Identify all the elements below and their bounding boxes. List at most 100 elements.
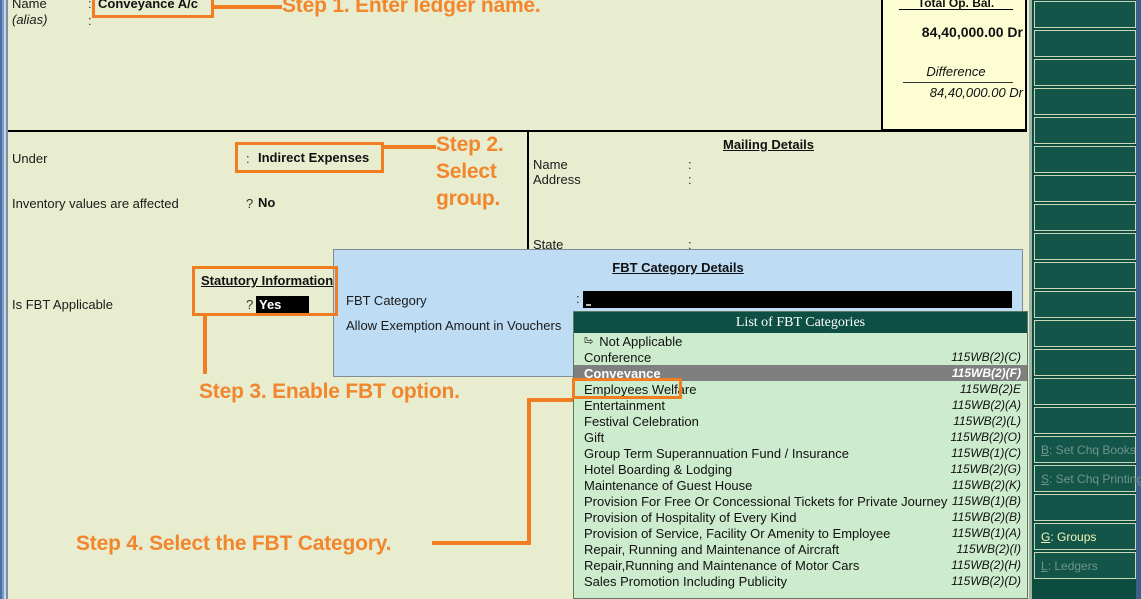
fbt-list-item-name: Employees Welfare (584, 381, 697, 397)
allow-exemption-label: Allow Exemption Amount in Vouchers (346, 318, 562, 333)
difference-amount: 84,40,000.00 Dr (929, 85, 1023, 100)
annotation-box-step2 (235, 142, 384, 173)
sidebar-button-hotkey: S (1041, 471, 1050, 486)
fbt-list-item-name: Hotel Boarding & Lodging (584, 461, 733, 477)
alias-label: (alias) (12, 12, 48, 27)
fbt-list-item-name: Provision of Service, Facility Or Amenit… (584, 525, 891, 541)
fbt-list-item[interactable]: Hotel Boarding & Lodging 115WB(2)(G) (574, 461, 1027, 477)
difference-rule (903, 82, 1013, 83)
mailing-address-label: Address (533, 172, 581, 187)
fbt-list-item[interactable]: Provision For Free Or Concessional Ticke… (574, 493, 1027, 509)
sidebar-button-label: : Groups (1050, 529, 1097, 544)
sidebar-button-empty-4 (1034, 117, 1136, 144)
sidebar-button-ledgers[interactable]: L: Ledgers (1034, 552, 1136, 579)
fbt-dialog-heading: FBT Category Details (612, 260, 744, 275)
fbt-list-title: List of FBT Categories (574, 312, 1027, 333)
under-value[interactable]: Indirect Expenses (258, 150, 370, 165)
sidebar-button-groups[interactable]: G: Groups (1034, 523, 1136, 550)
sidebar-button-empty-3 (1034, 88, 1136, 115)
total-opening-balance-label: Total Op. Bal. (917, 0, 995, 10)
annotation-line-step4-bottom (432, 541, 531, 545)
inventory-affected-label: Inventory values are affected (12, 196, 179, 211)
fbt-question-mark: ? (246, 297, 254, 312)
window-frame-edge (4, 0, 6, 599)
sidebar-button-empty-2 (1034, 59, 1136, 86)
annotation-step1-text: Step 1. Enter ledger name. (282, 0, 541, 17)
sidebar-button-empty-5 (1034, 146, 1136, 173)
sidebar-button-set-chq-books[interactable]: B: Set Chq Books (1034, 436, 1136, 463)
fbt-category-input[interactable] (583, 291, 1012, 308)
name-colon: : (88, 0, 92, 11)
fbt-list-item-name: Conveyance (584, 365, 661, 381)
fbt-list-item-name: Repair,Running and Maintenance of Motor … (584, 557, 860, 573)
annotation-step3-text: Step 3. Enable FBT option. (199, 380, 460, 403)
fbt-list-item-name: Repair, Running and Maintenance of Aircr… (584, 541, 840, 557)
annotation-box-step1 (92, 0, 214, 18)
sidebar-button-label: : Set Chq Printing (1049, 471, 1141, 486)
under-colon: : (246, 151, 250, 166)
mailing-address-colon: : (688, 172, 692, 187)
fbt-list-item[interactable]: Group Term Superannuation Fund / Insuran… (574, 445, 1027, 461)
annotation-line-step1 (214, 5, 282, 9)
window-frame-edge (6, 0, 8, 599)
fbt-list-item-code: 115WB(2)(G) (950, 462, 1021, 476)
fbt-list-item-name: Provision of Hospitality of Every Kind (584, 509, 797, 525)
sidebar-button-empty-14 (1034, 407, 1136, 434)
opening-balance-panel: Total Op. Bal. 84,40,000.00 Dr Differenc… (881, 0, 1027, 131)
fbt-list-item-code: 115WB(2)E (959, 382, 1021, 396)
annotation-line-step4-top (527, 398, 573, 402)
panel-divider (8, 130, 1027, 132)
ledger-name-value[interactable]: Conveyance A/c (98, 0, 198, 11)
mailing-state-label: State (533, 237, 564, 252)
fbt-category-label: FBT Category (346, 293, 427, 308)
annotation-step2-text: Step 2. Select group. (436, 133, 504, 210)
ledger-top-panel (8, 0, 1027, 130)
inventory-affected-value[interactable]: No (258, 195, 276, 210)
enter-key-icon: ⏎ (584, 335, 594, 348)
sidebar-button-empty-0 (1034, 1, 1136, 28)
fbt-list-item-code: 115WB(2)(L) (953, 414, 1021, 428)
fbt-list-item[interactable]: Repair, Running and Maintenance of Aircr… (574, 541, 1027, 557)
fbt-list-item[interactable]: Maintenance of Guest House 115WB(2)(K) (574, 477, 1027, 493)
fbt-list-item[interactable]: ⏎Not Applicable (574, 333, 1027, 349)
mailing-state-colon: : (688, 237, 692, 252)
fbt-list-item-name: Gift (584, 429, 605, 445)
fbt-list-item[interactable]: Provision of Service, Facility Or Amenit… (574, 525, 1027, 541)
alias-colon: : (88, 13, 92, 28)
fbt-list-item-code: 115WB(2)(H) (951, 558, 1021, 572)
fbt-list-item-code: 115WB(2)(K) (951, 478, 1021, 492)
sidebar-button-hotkey: L (1041, 558, 1048, 573)
under-label: Under (12, 151, 48, 166)
fbt-list-item-code: 115WB(2)(C) (951, 350, 1021, 364)
sidebar-button-empty-6 (1034, 175, 1136, 202)
fbt-list-item[interactable]: Employees Welfare 115WB(2)E (574, 381, 1027, 397)
is-fbt-applicable-label: Is FBT Applicable (12, 297, 113, 312)
fbt-list-item-code: 115WB(1)(C) (951, 446, 1021, 460)
sidebar-button-set-chq-printing[interactable]: S: Set Chq Printing (1034, 465, 1141, 492)
name-label: Name (12, 0, 47, 11)
fbt-list-item-name: Provision For Free Or Concessional Ticke… (584, 493, 948, 509)
annotation-line-step4-vertical (527, 398, 531, 545)
window-frame-edge (2, 0, 4, 599)
is-fbt-applicable-value[interactable]: Yes (256, 296, 310, 313)
mailing-details-heading: Mailing Details (723, 137, 815, 152)
sidebar-button-empty-17 (1034, 494, 1136, 521)
annotation-step4-text: Step 4. Select the FBT Category. (76, 532, 392, 555)
sidebar-right-rail[interactable] (1136, 0, 1141, 599)
fbt-list-item[interactable]: Repair,Running and Maintenance of Motor … (574, 557, 1027, 573)
fbt-list-item-name: Maintenance of Guest House (584, 477, 753, 493)
annotation-line-step2 (384, 145, 436, 149)
sidebar-button-hotkey: G (1041, 529, 1051, 544)
sidebar-button-empty-8 (1034, 233, 1136, 260)
